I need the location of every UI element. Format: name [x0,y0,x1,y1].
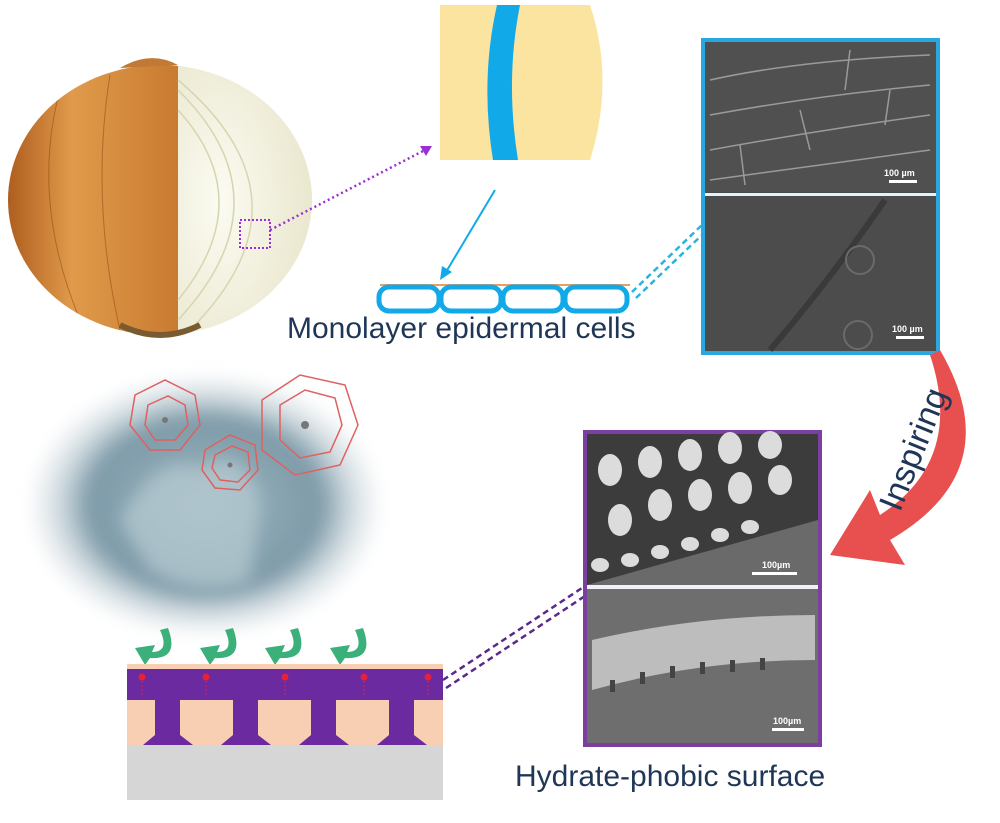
scale-label: 100µm [773,716,802,726]
scale-bar [896,336,924,339]
sem-surface-panel [583,430,822,747]
cell-wall-section [440,5,603,160]
scale-bar [772,728,804,731]
purple-connector [445,594,586,690]
hydrate-phobic-label: Hydrate-phobic surface [515,760,826,793]
curved-arrow-icon [200,628,237,665]
monolayer-label: Monolayer epidermal cells [287,312,636,345]
scale-label: 100 µm [892,324,923,334]
scale-label: 100 µm [884,168,915,178]
clathrate-cage [261,374,359,476]
scale-bar [889,180,917,183]
arrowhead-icon [420,146,432,156]
scale-label: 100µm [762,560,791,570]
sem-onion-panel [701,38,940,355]
repel-arrows [135,628,367,665]
monolayer-cells [376,284,630,314]
onion-image [8,58,312,338]
blue-arrow [445,189,496,273]
curved-arrow-icon [135,628,172,665]
clathrate-cage [201,434,259,491]
cyan-connector [631,223,704,293]
inspiring-arrow [830,350,966,565]
arrowhead-icon [440,266,452,280]
clathrate-cage [129,379,201,451]
scale-bar [752,572,797,575]
purple-connector [442,586,583,682]
selection-box [239,219,271,249]
zoom-connector [269,148,426,232]
surface-cross-section [127,664,443,800]
cyan-connector [635,233,704,299]
curved-arrow-icon [265,628,302,665]
curved-arrow-icon [330,628,367,665]
